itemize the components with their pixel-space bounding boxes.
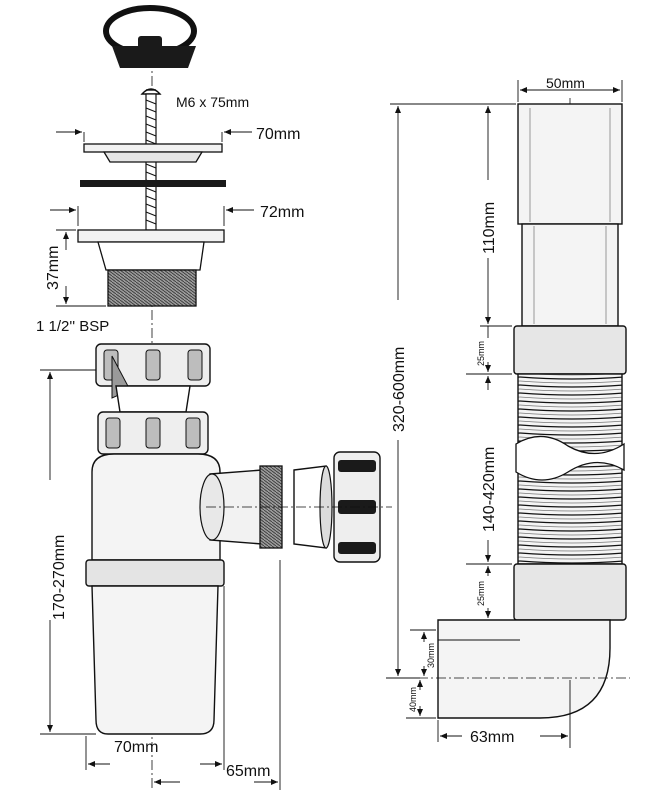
strainer-width-label: 70mm — [256, 126, 300, 143]
elbow-top-label: 30mm — [426, 643, 436, 668]
pipe-top-tube — [517, 103, 623, 327]
pipe-elbow — [437, 619, 611, 719]
trap-width-dimension — [85, 586, 225, 770]
thread-label: 1 1/2'' BSP — [36, 318, 109, 335]
flange-width-label: 72mm — [260, 204, 304, 221]
pipe-upper-nut — [513, 325, 627, 375]
plug-stopper — [103, 5, 197, 68]
elbow-bottom-dimension — [406, 680, 436, 719]
trap-top-nut — [95, 343, 211, 399]
lower-nut-dimension — [466, 563, 512, 621]
trap-neck — [115, 385, 191, 413]
trap-middle-nut — [97, 411, 209, 455]
strainer-plate — [83, 143, 223, 163]
trap-height-label: 170-270mm — [51, 535, 68, 620]
trap-outlet — [199, 451, 381, 563]
strainer-width-dimension — [56, 129, 252, 142]
lower-nut-label: 25mm — [476, 581, 486, 606]
upper-nut-label: 25mm — [476, 341, 486, 366]
pipe-flexible-section — [515, 373, 625, 565]
flex-length-label: 140-420mm — [481, 447, 498, 532]
pipe-diameter-dimension — [517, 80, 623, 102]
pipe-diameter-label: 50mm — [546, 75, 585, 91]
trap-bottle — [85, 453, 225, 735]
total-length-label: 320-600mm — [391, 347, 408, 432]
elbow-bottom-label: 40mm — [408, 687, 418, 712]
elbow-reach-label: 63mm — [470, 729, 514, 746]
flange-width-dimension — [50, 206, 254, 226]
trap-width-label: 70mm — [114, 739, 158, 756]
body-height-dimension — [56, 229, 106, 307]
waste-body — [77, 229, 225, 307]
trap-height-dimension — [40, 369, 96, 735]
top-section-label: 110mm — [481, 202, 498, 254]
sealing-washer — [80, 180, 226, 187]
pipe-lower-nut — [513, 563, 627, 621]
upper-nut-dimension — [466, 326, 512, 375]
elbow-reach-dimension — [437, 680, 571, 748]
screw-label: M6 x 75mm — [176, 94, 249, 110]
body-height-label: 37mm — [45, 246, 62, 290]
total-length-dimension — [386, 103, 516, 679]
outlet-offset-label: 65mm — [226, 763, 270, 780]
elbow-top-dimension — [410, 629, 436, 676]
outlet-offset-dimension — [154, 560, 281, 790]
